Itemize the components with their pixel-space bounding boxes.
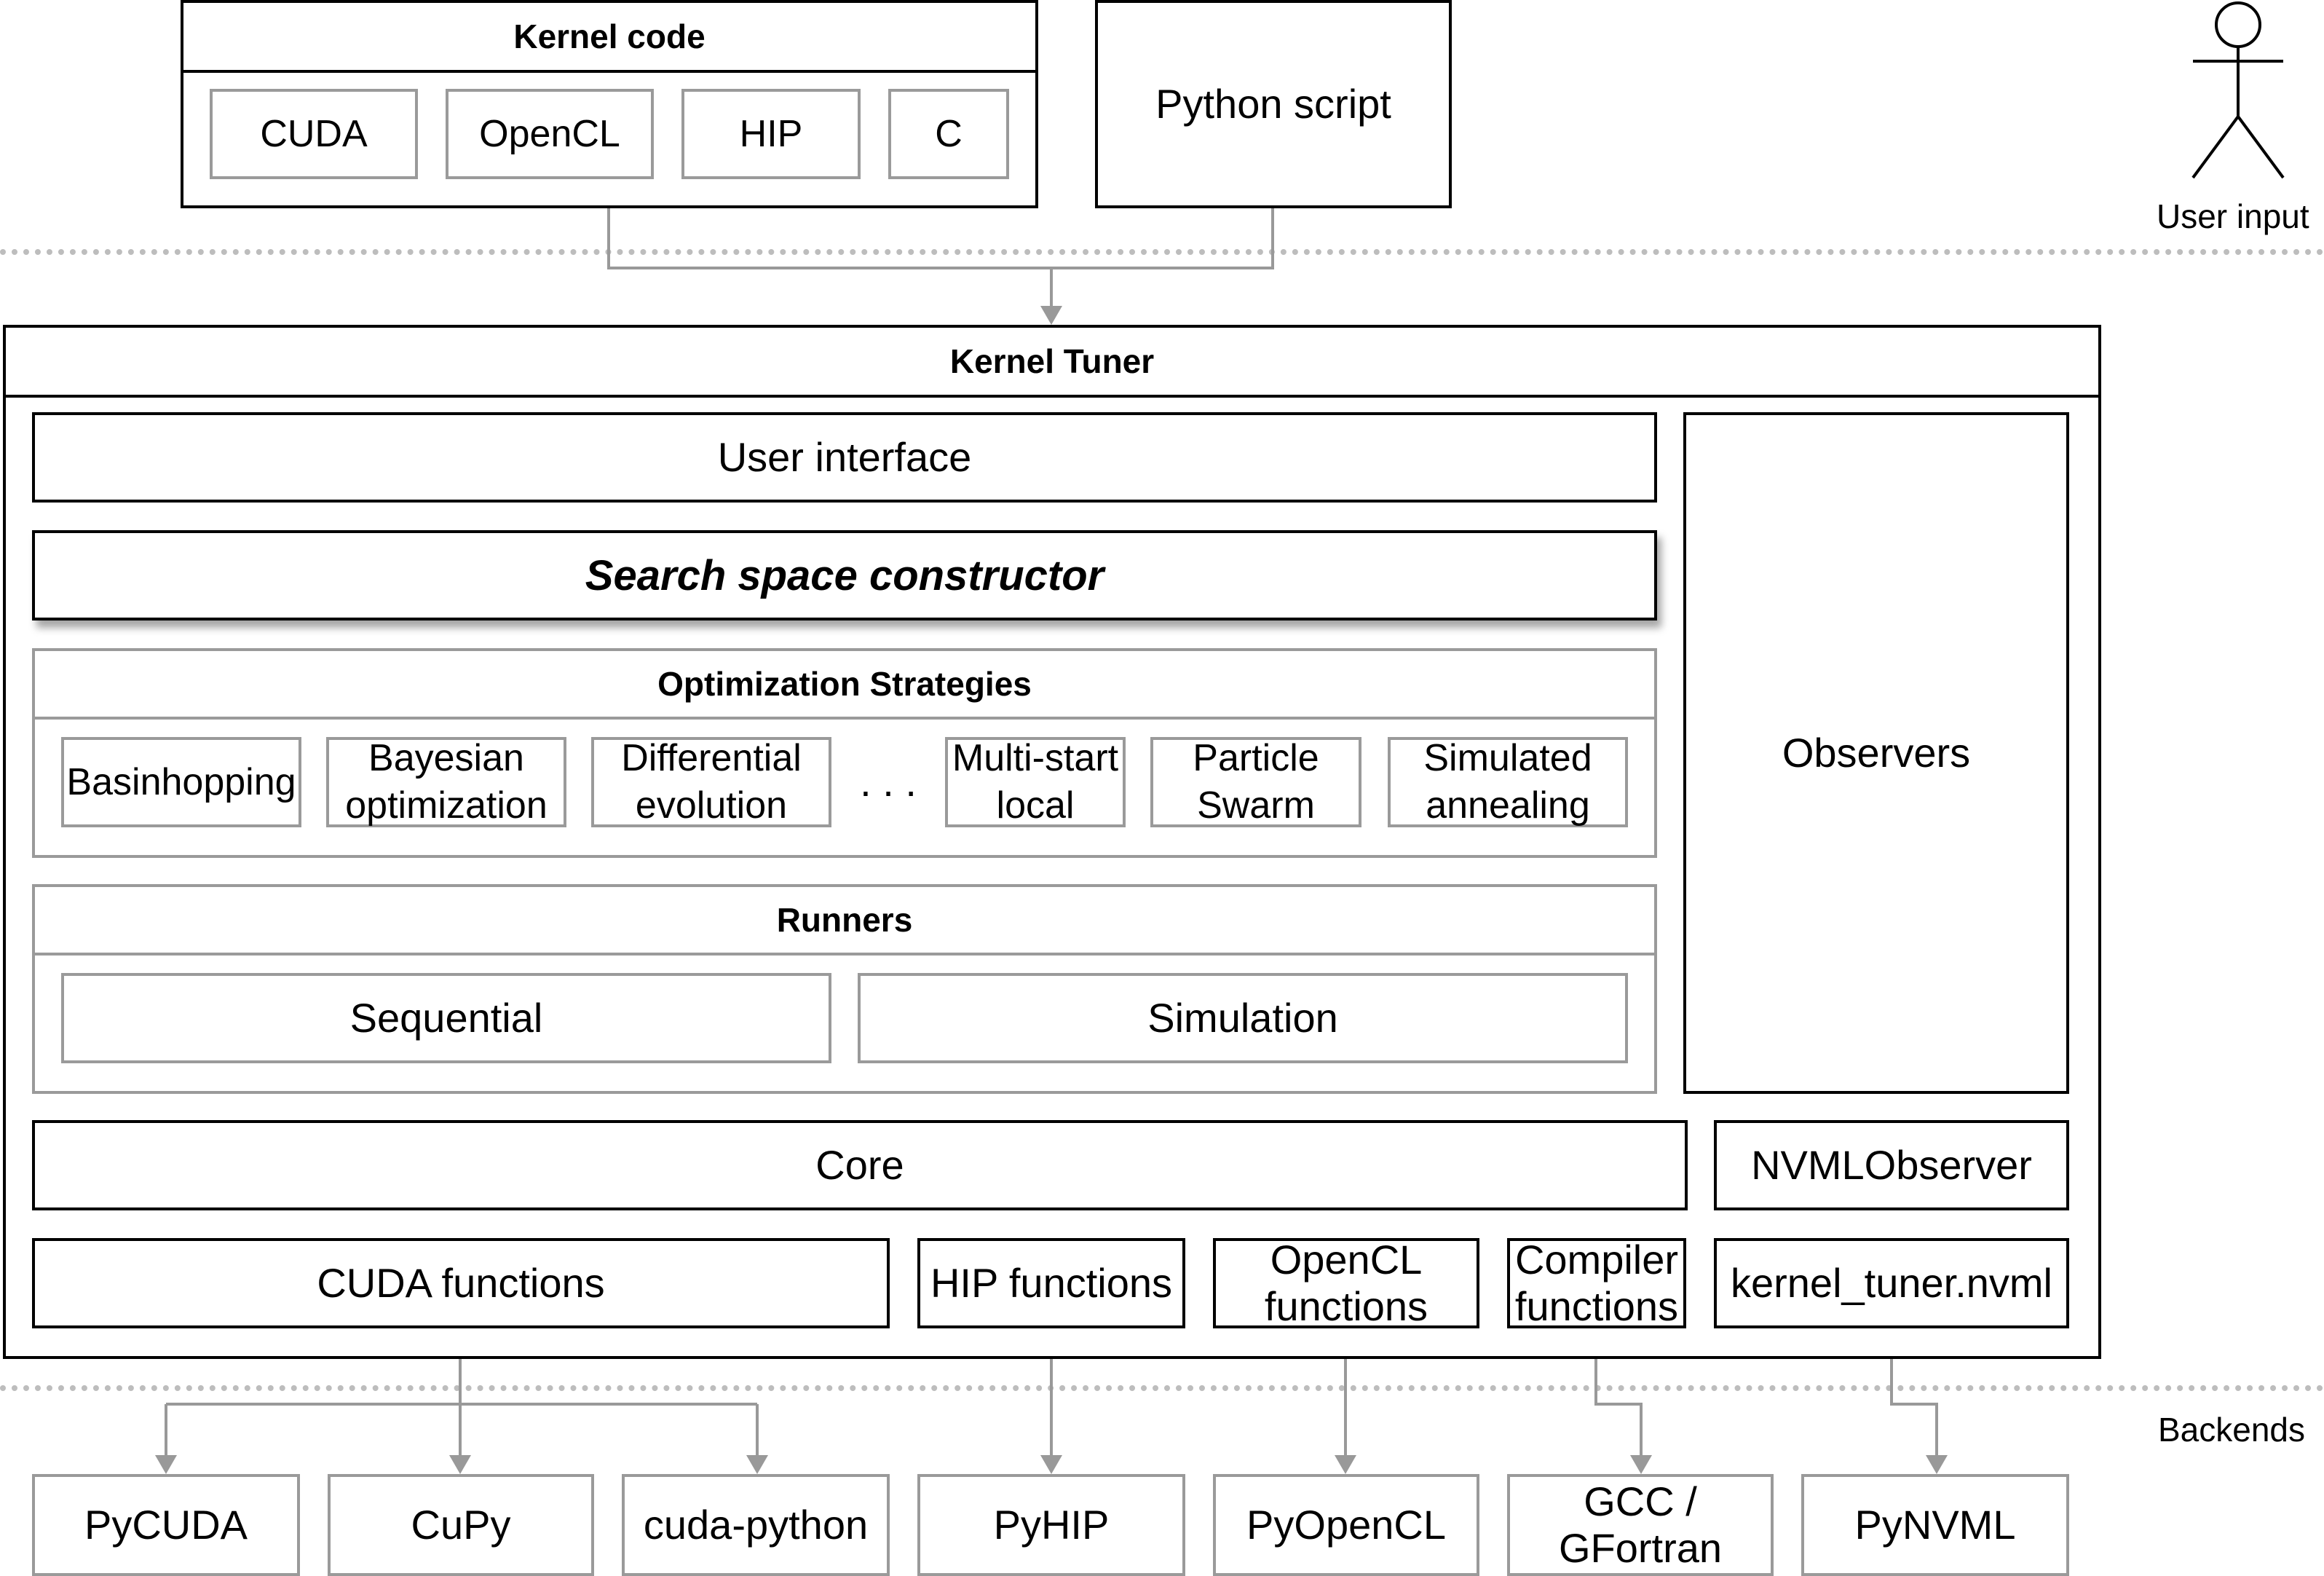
strategy-simulated-annealing: Simulated annealing xyxy=(1388,737,1628,827)
core-box: Core xyxy=(32,1120,1688,1210)
connector-cuda-functions xyxy=(165,1330,759,1457)
strategy-basinhopping: Basinhopping xyxy=(61,737,301,827)
runner-simulation: Simulation xyxy=(858,973,1628,1063)
backend-gcc-gfortran: GCC / GFortran xyxy=(1507,1474,1774,1576)
compiler-functions-box: Compiler functions xyxy=(1507,1237,1686,1329)
kernel-code-title: Kernel code xyxy=(183,3,1035,73)
backend-pyhip: PyHIP xyxy=(917,1474,1185,1576)
strategy-bayesian-optimization: Bayesian optimization xyxy=(326,737,566,827)
backend-cupy: CuPy xyxy=(328,1474,594,1576)
backend-pyopencl: PyOpenCL xyxy=(1213,1474,1479,1576)
strategy-multi-start-local: Multi-start local xyxy=(945,737,1126,827)
backends-label: Backends xyxy=(2158,1411,2306,1449)
nvml-observer-box: NVMLObserver xyxy=(1714,1120,2069,1210)
user-input-separator xyxy=(0,249,2324,255)
backend-pynvml: PyNVML xyxy=(1801,1474,2069,1576)
connector-kernel-tuner-nvml xyxy=(1890,1330,1938,1457)
strategy-ellipsis: . . . xyxy=(837,737,939,827)
user-input-label: User input xyxy=(2157,197,2309,235)
language-opencl: OpenCL xyxy=(446,89,654,179)
backends-separator xyxy=(0,1385,2324,1391)
connector-compiler-functions xyxy=(1594,1330,1643,1457)
opencl-functions-box: OpenCL functions xyxy=(1213,1237,1479,1329)
language-hip: HIP xyxy=(681,89,861,179)
strategy-differential-evolution: Differential evolution xyxy=(591,737,831,827)
kernel-tuner-nvml-box: kernel_tuner.nvml xyxy=(1714,1238,2069,1328)
language-cuda: CUDA xyxy=(210,89,418,179)
language-c: C xyxy=(888,89,1009,179)
backend-pycuda: PyCUDA xyxy=(32,1474,300,1576)
cuda-functions-box: CUDA functions xyxy=(32,1238,890,1328)
backend-cuda-python: cuda-python xyxy=(622,1474,890,1576)
search-space-constructor-box: Search space constructor xyxy=(32,530,1657,620)
hip-functions-box: HIP functions xyxy=(917,1238,1185,1328)
observers-box: Observers xyxy=(1683,412,2069,1094)
kernel-tuner-title: Kernel Tuner xyxy=(6,328,2098,398)
user-icon xyxy=(2191,1,2285,179)
runners-title: Runners xyxy=(35,887,1654,956)
python-script-box: Python script xyxy=(1095,0,1452,208)
user-interface-box: User interface xyxy=(32,412,1657,503)
connector-python-script xyxy=(1051,207,1274,269)
connector-kernel-code xyxy=(607,207,1051,269)
runner-sequential: Sequential xyxy=(61,973,831,1063)
strategy-particle-swarm: Particle Swarm xyxy=(1150,737,1361,827)
optimization-strategies-title: Optimization Strategies xyxy=(35,651,1654,720)
